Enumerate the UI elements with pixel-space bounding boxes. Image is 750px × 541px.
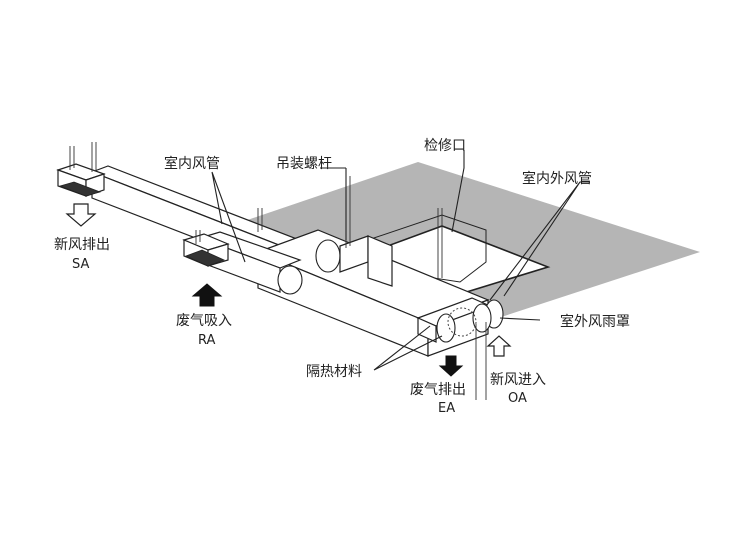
label-outdoor-air-code: OA — [508, 391, 527, 406]
label-exhaust-air: 废气排出 — [410, 382, 466, 398]
label-fresh-supply-code: SA — [72, 257, 89, 272]
label-access-port: 检修口 — [424, 138, 466, 154]
leader-indoor-duct — [211, 171, 246, 263]
leader-hanging-rod — [320, 167, 347, 240]
label-return-air-code: RA — [198, 333, 216, 348]
leader-outdoor-hood — [499, 317, 541, 321]
label-exhaust-air-code: EA — [438, 401, 455, 416]
ra-arrow — [191, 283, 223, 307]
hanging-rod-2 — [437, 208, 443, 280]
ea-arrow — [438, 355, 464, 377]
label-outdoor-air: 新风进入 — [490, 372, 546, 388]
unit-connector-2 — [367, 235, 393, 287]
ra-hanger-rod — [195, 230, 201, 244]
label-indoor-duct: 室内风管 — [164, 155, 220, 172]
exhaust-duct-body — [417, 317, 437, 343]
supply-duct-end — [315, 239, 341, 273]
hood-dotted-circle — [447, 307, 477, 337]
sa-arrow — [65, 203, 97, 227]
label-return-air: 废气吸入 — [176, 313, 232, 329]
label-insulation: 隔热材料 — [306, 364, 362, 380]
sa-outlet-grille — [58, 181, 102, 197]
oa-arrow — [486, 335, 512, 357]
return-duct-end — [277, 265, 303, 295]
ra-inlet-grille — [184, 249, 226, 267]
label-hanging-rod: 吊装螺杆 — [276, 156, 332, 172]
sa-hanger-rod-3 — [257, 208, 263, 232]
leader-access-port — [451, 150, 465, 233]
outdoor-duct-end-2 — [472, 303, 492, 333]
sa-hanger-rod-1 — [69, 146, 75, 170]
leader-indoor-outdoor-duct — [489, 181, 590, 301]
label-indoor-outdoor-duct: 室内外风管 — [522, 170, 592, 187]
sa-hanger-rod-2 — [91, 142, 97, 172]
label-outdoor-hood: 室外风雨罩 — [560, 313, 630, 330]
exhaust-duct-end — [436, 313, 456, 343]
leader-insulation — [373, 325, 443, 371]
label-fresh-supply: 新风排出 — [54, 237, 110, 253]
